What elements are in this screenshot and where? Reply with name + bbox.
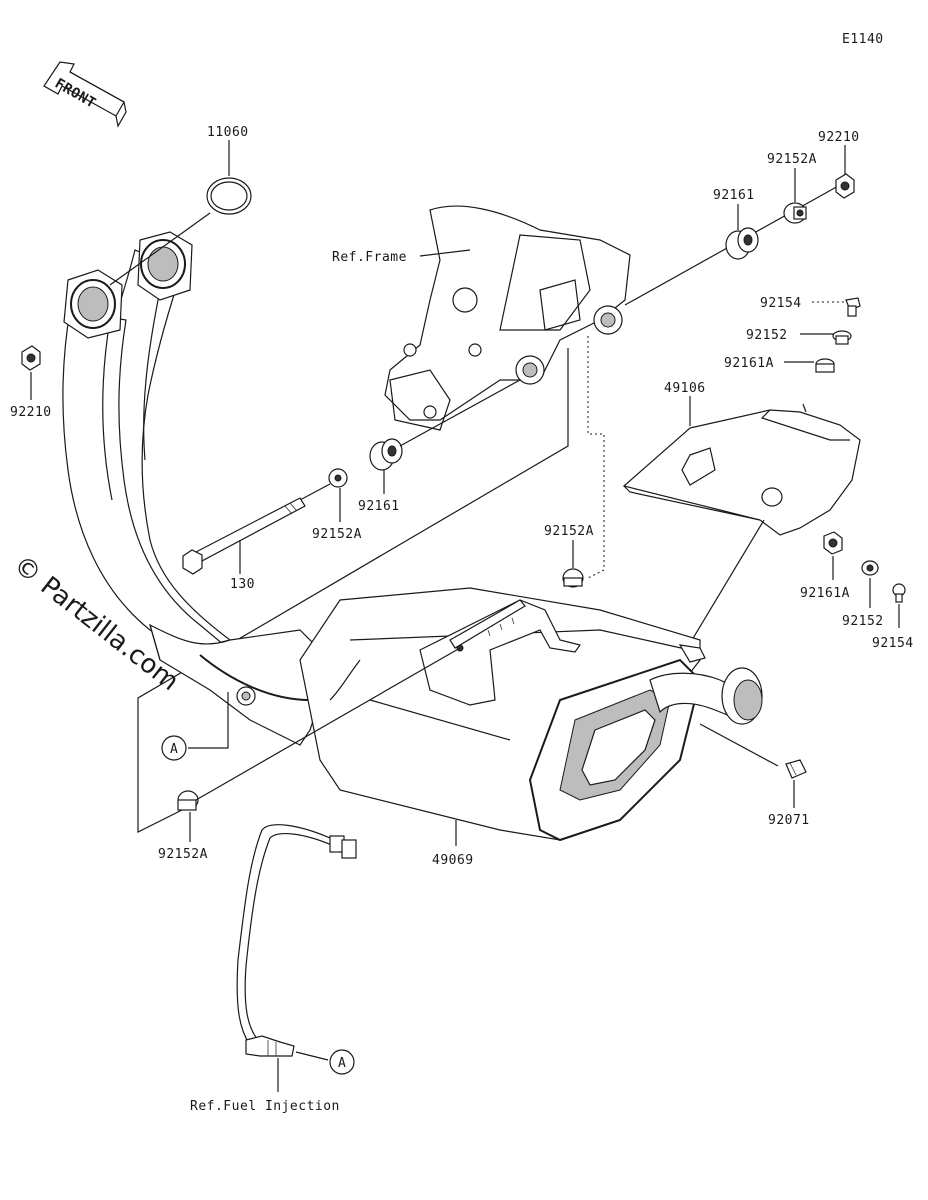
label-92161A-top: 92161A (724, 356, 774, 371)
callout-A-bottom-letter: A (338, 1056, 346, 1071)
collar-92152A-top (783, 202, 807, 224)
label-92210-left: 92210 (10, 405, 52, 420)
label-92161-top: 92161 (713, 188, 755, 203)
muffler-49069 (149, 587, 763, 842)
collar-92152-bottom (861, 560, 879, 576)
collar-92152-top (832, 330, 852, 345)
label-92152A-top: 92152A (767, 152, 817, 167)
collar-92152A-bottom (177, 790, 199, 811)
label-92154-top: 92154 (760, 296, 802, 311)
grommet-92161A-bottom (823, 531, 843, 555)
o2-sensor-lead (236, 824, 357, 1057)
label-130: 130 (230, 577, 255, 592)
bolt-92154-top (845, 297, 861, 317)
rubber-damper-92161-mid (369, 438, 403, 471)
label-49069: 49069 (432, 853, 474, 868)
bolt-92154-bottom (892, 583, 906, 603)
nut-92210-left (21, 345, 41, 371)
heat-cover-49106 (622, 403, 861, 536)
label-92152A-right: 92152A (544, 524, 594, 539)
label-ref-frame: Ref.Frame (332, 250, 407, 265)
label-92161A-bottom: 92161A (800, 586, 850, 601)
callout-A-top-letter: A (170, 742, 178, 757)
front-arrow-icon: FRONT (43, 61, 127, 128)
label-92071: 92071 (768, 813, 810, 828)
label-92152-top: 92152 (746, 328, 788, 343)
collar-92152A-right (562, 568, 584, 588)
label-92152A-bottom: 92152A (158, 847, 208, 862)
label-ref-fuel-injection: Ref.Fuel Injection (190, 1099, 340, 1114)
nut-92210-right (835, 173, 855, 199)
label-92210-right: 92210 (818, 130, 860, 145)
label-92161-mid: 92161 (358, 499, 400, 514)
callout-A-top: A (161, 735, 187, 761)
rubber-92071 (785, 759, 807, 779)
frame-reference (384, 205, 631, 431)
grommet-92161A-top (815, 358, 835, 373)
collar-92152A-mid (328, 468, 348, 488)
exhaust-header-pipes (62, 212, 232, 661)
label-11060: 11060 (207, 125, 249, 140)
o-ring-11060 (206, 177, 252, 215)
bolt-130 (182, 497, 306, 575)
label-92152-bottom: 92152 (842, 614, 884, 629)
label-49106: 49106 (664, 381, 706, 396)
rubber-damper-92161-top (725, 227, 759, 260)
label-92154-bottom: 92154 (872, 636, 914, 651)
callout-A-bottom: A (329, 1049, 355, 1075)
label-92152A-mid: 92152A (312, 527, 362, 542)
diagram-code: E1140 (842, 32, 884, 47)
